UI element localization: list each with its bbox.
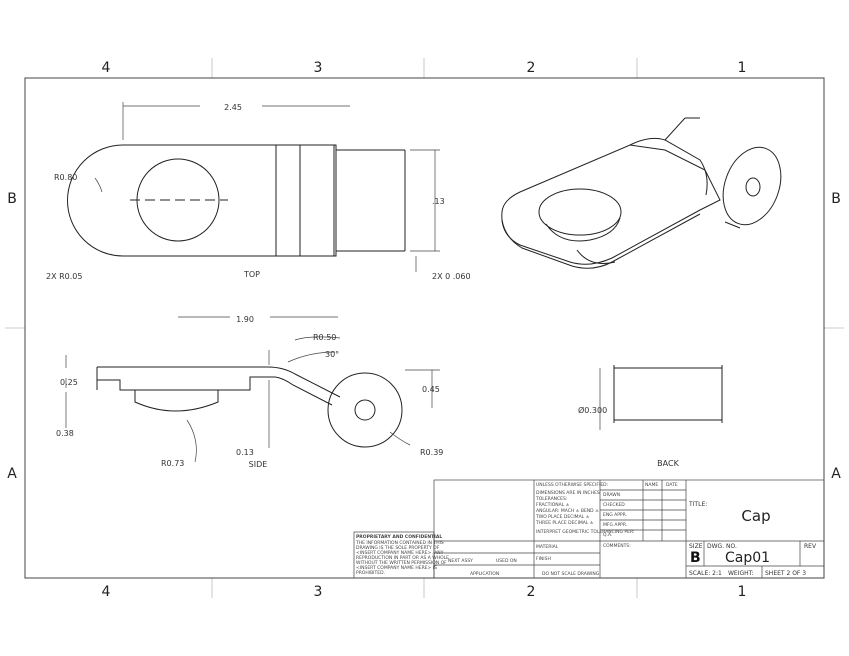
iso-hub-hole [745, 177, 761, 197]
side-end-hole [354, 399, 376, 421]
tb-size-label: SIZE [689, 543, 703, 550]
back-view-label: BACK [657, 459, 679, 468]
tb-role-checked: CHECKED [603, 502, 625, 508]
top-dim-radius: R0.80 [54, 173, 77, 182]
top-view-dims [94, 102, 440, 272]
zone-col-1-top: 1 [738, 60, 747, 76]
side-dim-length: 1.90 [236, 315, 254, 324]
zone-row-a-right: A [831, 466, 841, 482]
tb-rev-label: REV [804, 543, 817, 550]
side-dim-offset: 0.13 [236, 448, 254, 457]
tb-material: MATERIAL [536, 544, 559, 550]
top-dim-hole: 2X 0 .060 [432, 272, 471, 281]
tb-dim-note-4: TWO PLACE DECIMAL ± [535, 514, 590, 520]
top-view [67, 144, 406, 257]
top-dim-height: .13 [432, 197, 445, 206]
tb-comments: COMMENTS: [603, 543, 631, 549]
side-end-disc [327, 372, 403, 448]
zone-col-3-top: 3 [314, 60, 323, 76]
zone-row-a-left: A [7, 466, 17, 482]
side-hub [134, 390, 219, 412]
side-dim-radius-hub: R0.73 [161, 459, 184, 468]
zone-col-2-top: 2 [527, 60, 536, 76]
iso-hub-end [722, 146, 782, 226]
tb-proprietary-1: DRAWING IS THE SOLE PROPERTY OF [356, 545, 440, 551]
zone-col-4-bottom: 4 [102, 584, 111, 600]
zone-row-b-right: B [831, 191, 841, 207]
tb-proprietary-2: <INSERT COMPANY NAME HERE>. ANY [356, 550, 444, 556]
tb-dwg-no: Cap01 [725, 550, 770, 566]
back-view [613, 365, 723, 423]
tb-dim-note-5: THREE PLACE DECIMAL ± [535, 520, 594, 526]
side-dim-bend-radius: R0.50 [313, 333, 336, 342]
side-dim-height: 0.45 [422, 385, 440, 394]
tb-do-not-scale: DO NOT SCALE DRAWING [542, 571, 600, 577]
top-view-outline [67, 144, 337, 257]
tb-sheet: SHEET 2 OF 3 [765, 570, 806, 577]
top-view-label: TOP [243, 270, 260, 279]
tb-proprietary-6: PROHIBITED. [356, 570, 385, 576]
tb-weight: WEIGHT: [728, 570, 754, 577]
tb-title-label: TITLE: [688, 501, 707, 508]
tb-unless-note: UNLESS OTHERWISE SPECIFIED: [536, 482, 608, 488]
tb-name-header: NAME [645, 482, 658, 488]
tb-proprietary-0: THE INFORMATION CONTAINED IN THIS [355, 540, 444, 546]
side-view-dims [65, 316, 440, 463]
tb-next-assy: NEXT ASSY [448, 558, 473, 564]
tb-role-mfg-appr: MFG APPR. [603, 522, 627, 528]
side-view-label: SIDE [249, 460, 268, 469]
tb-interpret: INTERPRET GEOMETRIC TOLERANCING PER: [536, 529, 635, 535]
tb-size: B [690, 550, 701, 566]
tb-dim-note-3: ANGULAR: MACH ± BEND ± [536, 508, 599, 514]
zone-row-b-left: B [7, 191, 17, 207]
iso-plate-outline [501, 144, 721, 265]
side-view [96, 366, 403, 448]
title-block [353, 479, 825, 579]
iso-view [501, 117, 782, 269]
tb-used-on: USED ON [496, 558, 517, 564]
top-dim-corner-radius: 2X R0.05 [46, 272, 82, 281]
tb-dim-note-1: TOLERANCES: [535, 496, 567, 502]
tb-application: APPLICATION [470, 571, 499, 577]
tb-proprietary-5: <INSERT COMPANY NAME HERE> IS [356, 565, 437, 571]
zone-col-3-bottom: 3 [314, 584, 323, 600]
tb-dwg-no-label: DWG. NO. [707, 543, 737, 550]
side-dim-thickness2: 0.38 [56, 429, 74, 438]
side-dim-radius-end: R0.39 [420, 448, 443, 457]
back-dim-diameter: Ø0.300 [578, 405, 607, 415]
tb-role-qa: Q.A. [603, 532, 612, 538]
tb-date-header: DATE [666, 482, 678, 488]
tb-finish: FINISH [536, 556, 551, 562]
side-dim-thickness1: 0.25 [60, 378, 78, 387]
iso-hole [538, 188, 622, 236]
tb-title: Cap [741, 507, 770, 525]
tb-dim-note-2: FRACTIONAL ± [536, 502, 570, 508]
zone-col-4-top: 4 [102, 60, 111, 76]
zone-col-1-bottom: 1 [738, 584, 747, 600]
top-dim-length: 2.45 [224, 103, 242, 112]
side-dim-angle: 30° [325, 350, 339, 359]
tb-role-drawn: DRAWN [603, 492, 620, 498]
tb-role-eng-appr: ENG APPR. [603, 512, 627, 518]
tb-scale: SCALE: 2:1 [689, 570, 722, 577]
tb-dim-note-0: DIMENSIONS ARE IN INCHES [536, 490, 600, 496]
tb-proprietary-title: PROPRIETARY AND CONFIDENTIAL [356, 534, 442, 540]
tb-proprietary-3: REPRODUCTION IN PART OR AS A WHOLE [356, 555, 449, 561]
side-top-edge [97, 366, 341, 398]
zone-ticks [5, 58, 844, 598]
zone-col-2-bottom: 2 [527, 584, 536, 600]
tb-proprietary-4: WITHOUT THE WRITTEN PERMISSION OF [356, 560, 447, 566]
